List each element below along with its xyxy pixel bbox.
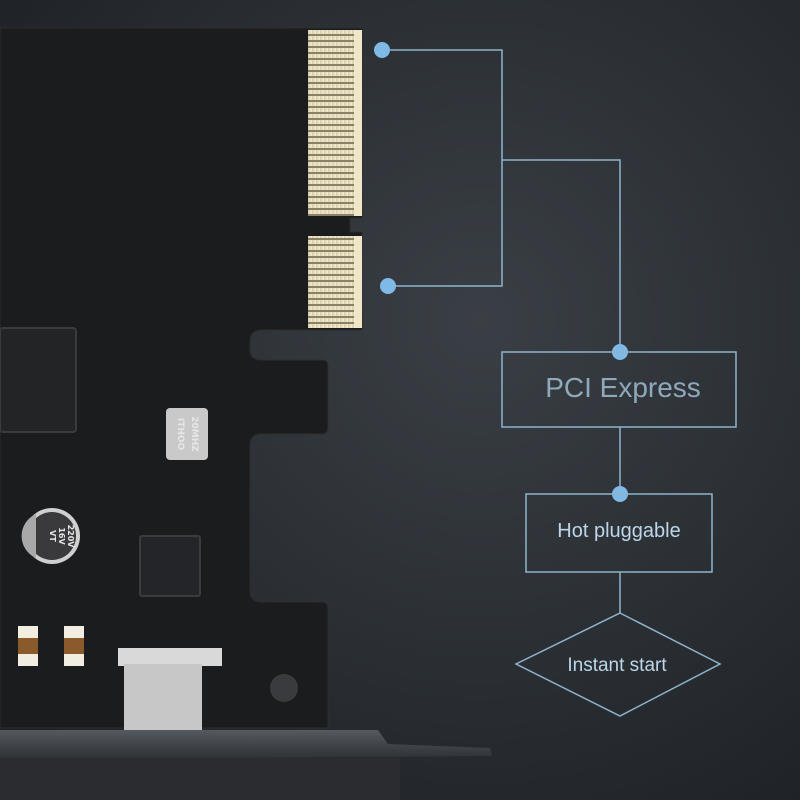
gold-fingers-bottom [308, 236, 358, 328]
gold-fingers-bottom-edge [354, 236, 362, 328]
hot-pluggable-label: Hot pluggable [557, 520, 680, 542]
main-chip [0, 327, 77, 433]
line-bottom-finger [388, 160, 503, 287]
pci-express-label: PCI Express [545, 372, 701, 403]
pcb-board [0, 27, 363, 729]
line-junction [502, 159, 621, 352]
smd-resistor-2 [64, 626, 84, 666]
gold-fingers-top [308, 30, 358, 216]
dot-bottom-finger [380, 278, 396, 294]
capacitor-label-1: 220V [66, 525, 75, 549]
instant-start-diamond: Instant start [514, 612, 722, 717]
smd-resistor-1 [18, 626, 38, 666]
instant-start-label: Instant start [567, 655, 667, 676]
usb-c-connector [118, 648, 222, 732]
pci-express-box: PCI Express [501, 351, 737, 428]
small-chip [139, 535, 201, 597]
dot-top-finger [374, 42, 390, 58]
capacitor-label-3: VT [48, 530, 57, 542]
oscillator-label-1: ITHOO [175, 418, 185, 451]
pcie-card: ITHOO 20MHZ 220V 16V VT [0, 27, 492, 800]
gold-fingers-top-edge [354, 30, 362, 216]
mounting-hole [270, 674, 298, 702]
oscillator-label-2: 20MHZ [189, 416, 199, 452]
hot-pluggable-box: Hot pluggable [525, 493, 713, 573]
crystal-oscillator: ITHOO 20MHZ [166, 408, 208, 460]
connector-lines [382, 49, 621, 613]
line-top-finger [382, 49, 503, 160]
bracket-lower [0, 758, 400, 800]
capacitor: 220V 16V VT [21, 508, 80, 564]
capacitor-label-2: 16V [57, 527, 66, 545]
metal-bracket [0, 730, 492, 760]
